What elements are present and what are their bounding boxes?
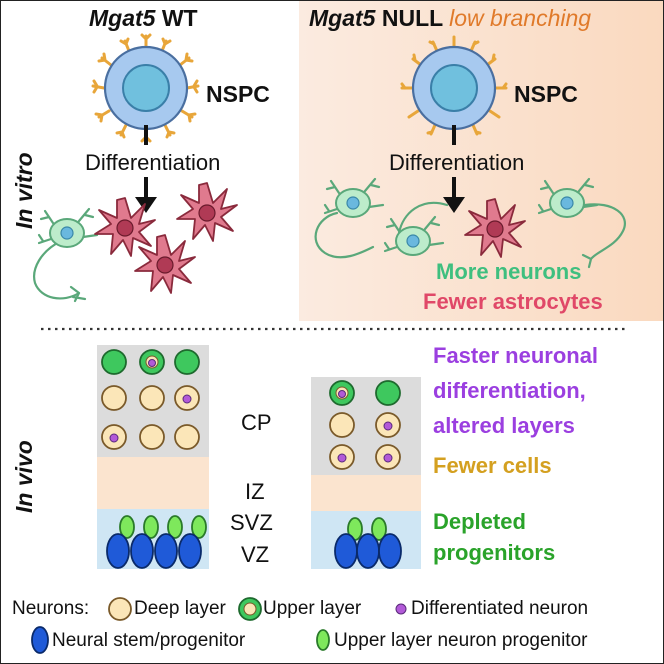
outcome-faster-2: differentiation,: [433, 378, 586, 403]
neuron-null-2: [383, 201, 449, 257]
neuron-null-3: [537, 177, 626, 269]
wt-title: Mgat5 WT: [89, 5, 198, 31]
legend-symbols: [31, 597, 407, 654]
zone-vz: VZ: [241, 542, 270, 567]
outcome-fewer-cells: Fewer cells: [433, 453, 552, 478]
outcome-more-neurons: More neurons: [436, 259, 582, 284]
differentiation-label-wt: Differentiation: [85, 150, 221, 175]
outcome-fewer-astrocytes: Fewer astrocytes: [423, 289, 603, 314]
astrocyte-wt-2: [176, 182, 238, 242]
neuron-null-1: [314, 177, 385, 259]
glycan-branches-wt: [91, 33, 200, 143]
legend-neurons-label: Neurons:: [12, 598, 90, 619]
neuron-wt: [33, 207, 99, 303]
nspc-label-wt: NSPC: [206, 81, 270, 107]
outcome-faster-3: altered layers: [433, 413, 575, 438]
astrocyte-null: [464, 198, 526, 258]
nspc-cell-null: [400, 35, 508, 141]
legend-deep-layer: Deep layer: [134, 598, 226, 619]
outcome-faster-1: Faster neuronal: [433, 343, 599, 368]
zone-cp: CP: [241, 410, 272, 435]
legend-differentiated: Differentiated neuron: [411, 598, 589, 619]
differentiation-label-null: Differentiation: [389, 150, 525, 175]
legend-upper-layer: Upper layer: [263, 598, 362, 619]
nspc-cell-wt: [91, 33, 200, 143]
legend-stem: Neural stem/progenitor: [52, 630, 246, 651]
glycan-branches-null: [400, 35, 508, 141]
nspc-label-null: NSPC: [514, 81, 578, 107]
outcome-depleted-1: Depleted: [433, 509, 526, 534]
outcome-depleted-2: progenitors: [433, 540, 556, 565]
null-panel-background: [299, 1, 663, 321]
zone-iz: IZ: [245, 479, 265, 504]
zone-svz: SVZ: [230, 510, 273, 535]
differentiation-arrow-wt: [135, 125, 157, 213]
low-branching-tag: low branching: [449, 5, 592, 31]
cells-wt: [101, 349, 207, 569]
cells-null: [329, 380, 402, 569]
legend-upper-progenitor: Upper layer neuron progenitor: [334, 630, 588, 651]
differentiation-arrow-null: [443, 125, 465, 213]
null-title: Mgat5 NULL low branching: [309, 5, 592, 31]
